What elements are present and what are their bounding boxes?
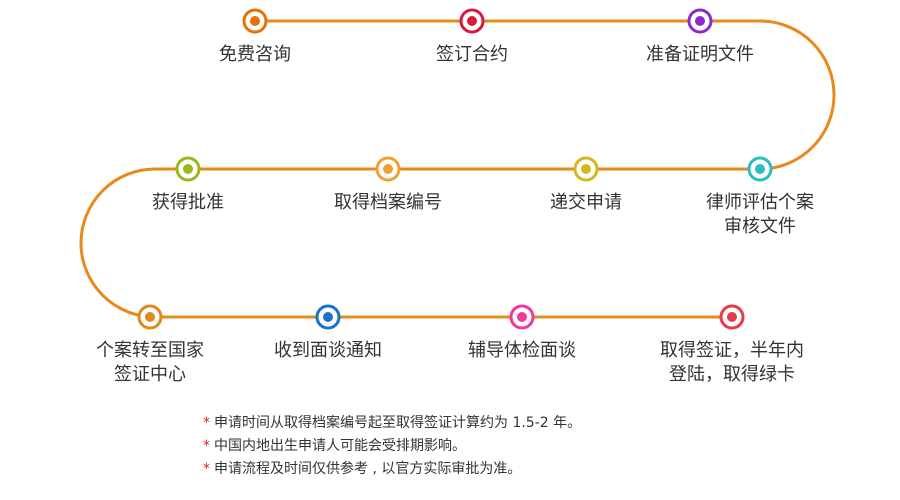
step-label-line: 审核文件: [724, 216, 796, 237]
step-label-2: 签订合约: [436, 43, 508, 67]
step-label-line: 取得签证，半年内: [660, 340, 804, 361]
step-label-line: 取得档案编号: [334, 192, 442, 213]
step-label-line: 收到面谈通知: [274, 340, 382, 361]
step-label-line: 签订合约: [436, 44, 508, 65]
step-marker-dot: [250, 16, 260, 26]
step-marker-4: [747, 156, 773, 182]
step-marker-dot: [323, 312, 333, 322]
step-marker-8: [137, 304, 163, 330]
step-marker-3: [687, 8, 713, 34]
asterisk-icon: *: [203, 461, 210, 477]
note-line: *申请时间从取得档案编号起至取得签证计算约为 1.5-2 年。: [203, 415, 582, 431]
step-marker-dot: [517, 312, 527, 322]
step-marker-10: [509, 304, 535, 330]
step-label-1: 免费咨询: [219, 43, 291, 67]
note-line: *申请流程及时间仅供参考 , 以官方实际审批为准。: [203, 461, 522, 477]
step-marker-dot: [727, 312, 737, 322]
step-marker-dot: [383, 164, 393, 174]
step-marker-dot: [695, 16, 705, 26]
step-marker-dot: [145, 312, 155, 322]
step-label-line: 签证中心: [114, 364, 186, 385]
step-label-11: 取得签证，半年内登陆，取得绿卡: [660, 339, 804, 387]
step-label-5: 递交申请: [550, 191, 622, 215]
notes-block: *申请时间从取得档案编号起至取得签证计算约为 1.5-2 年。 *中国内地出生申…: [203, 412, 883, 481]
step-label-line: 个案转至国家: [96, 340, 204, 361]
step-marker-dot: [467, 16, 477, 26]
step-label-3: 准备证明文件: [646, 43, 754, 67]
step-label-line: 辅导体检面谈: [468, 340, 576, 361]
step-label-10: 辅导体检面谈: [468, 339, 576, 363]
step-marker-6: [375, 156, 401, 182]
step-marker-dot: [581, 164, 591, 174]
step-label-4: 律师评估个案审核文件: [706, 191, 814, 239]
note-line: *中国内地出生申请人可能会受排期影响。: [203, 438, 466, 454]
step-marker-dot: [183, 164, 193, 174]
step-marker-11: [719, 304, 745, 330]
step-label-line: 获得批准: [152, 192, 224, 213]
step-marker-9: [315, 304, 341, 330]
step-label-line: 准备证明文件: [646, 44, 754, 65]
step-marker-2: [459, 8, 485, 34]
step-marker-1: [242, 8, 268, 34]
asterisk-icon: *: [203, 415, 210, 431]
asterisk-icon: *: [203, 438, 210, 454]
step-marker-dot: [755, 164, 765, 174]
step-label-7: 获得批准: [152, 191, 224, 215]
step-marker-7: [175, 156, 201, 182]
step-label-9: 收到面谈通知: [274, 339, 382, 363]
timeline-path: [79, 19, 836, 319]
step-label-line: 递交申请: [550, 192, 622, 213]
step-label-line: 免费咨询: [219, 44, 291, 65]
step-label-line: 律师评估个案: [706, 192, 814, 213]
step-marker-5: [573, 156, 599, 182]
step-label-8: 个案转至国家签证中心: [96, 339, 204, 387]
step-label-line: 登陆，取得绿卡: [669, 364, 795, 385]
step-label-6: 取得档案编号: [334, 191, 442, 215]
